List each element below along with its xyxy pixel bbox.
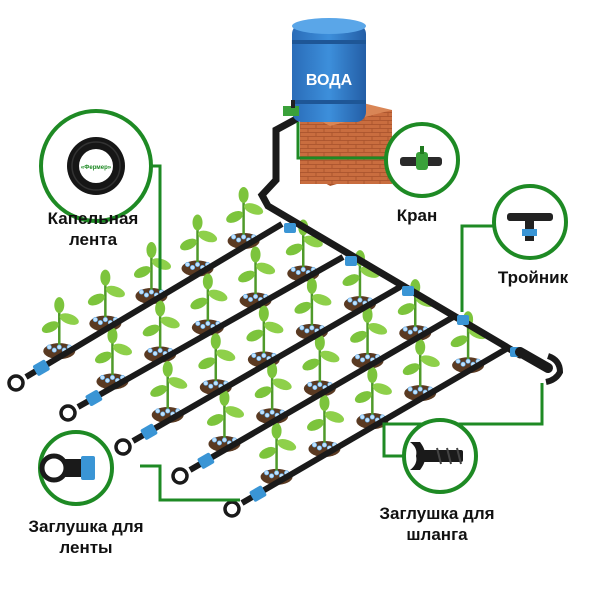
tape-start-connector [33, 359, 50, 376]
label-tape-plug: Заглушка для ленты [0, 516, 172, 558]
drip-tape-2 [76, 254, 345, 410]
tape-end-plug [223, 500, 241, 518]
water-tank-assembly: ВОДА [283, 18, 392, 186]
callout-line-tap [296, 122, 388, 160]
tee-connector-icon [507, 213, 553, 241]
label-tape-plug-line1: Заглушка для [28, 517, 144, 536]
tee-joint [345, 256, 357, 266]
plant [226, 186, 264, 249]
callout-line-plug-tape [140, 464, 240, 502]
tape-end-plug [59, 404, 77, 422]
drip-tape-1 [24, 221, 284, 380]
tape-end-plug [171, 467, 189, 485]
label-hose-plug-line2: шланга [406, 525, 468, 544]
callout-lines [140, 122, 544, 502]
plant [259, 422, 297, 485]
tank-valve-icon [283, 100, 299, 116]
callout-line-tape [152, 164, 162, 290]
tape-end-plug [7, 374, 25, 392]
tap-icon [400, 146, 442, 170]
tee-joint [457, 315, 469, 325]
plant [87, 269, 125, 332]
label-tap: Кран [396, 206, 438, 225]
tape-start-connector [140, 423, 158, 440]
water-tank [292, 24, 366, 122]
tape-connectors [7, 223, 522, 518]
callout-line-tee [460, 224, 498, 312]
label-hose-plug: Заглушка для шланга [357, 503, 517, 545]
logo-text: «Фермер» [81, 165, 112, 171]
tape-start-connector [249, 485, 267, 502]
label-drip-tape: Капельная лента [28, 208, 158, 250]
callout-line-plug-hose [382, 383, 544, 458]
drip-tape-3 [131, 284, 402, 444]
hose-plug-icon [410, 442, 463, 470]
label-drip-tape-line1: Капельная [47, 209, 139, 228]
pipe-network [24, 113, 524, 506]
main-pipe [257, 113, 524, 359]
tank-label: ВОДА [306, 72, 353, 89]
label-drip-tape-line2: лента [68, 230, 118, 249]
drip-tape-5 [240, 345, 510, 506]
hose-end-plug [515, 347, 564, 385]
callout-tap [384, 122, 460, 198]
plant [254, 362, 292, 425]
plant [142, 300, 180, 363]
tape-plug-icon [39, 453, 95, 483]
tape-start-connector [197, 452, 215, 469]
callout-tape: «Фермер» [39, 109, 153, 223]
tape-end-plug [114, 438, 132, 456]
tape-start-connector [85, 390, 103, 406]
tee-joint [402, 286, 414, 296]
callout-plug-hose [402, 418, 478, 494]
label-hose-plug-line1: Заглушка для [379, 504, 495, 523]
drip-tape-4 [188, 313, 457, 473]
callout-plug-tape [38, 430, 114, 506]
label-tee: Тройник [497, 268, 569, 287]
callout-tee [492, 184, 568, 260]
tee-joint [284, 223, 296, 233]
label-tape-plug-line2: ленты [59, 538, 113, 557]
